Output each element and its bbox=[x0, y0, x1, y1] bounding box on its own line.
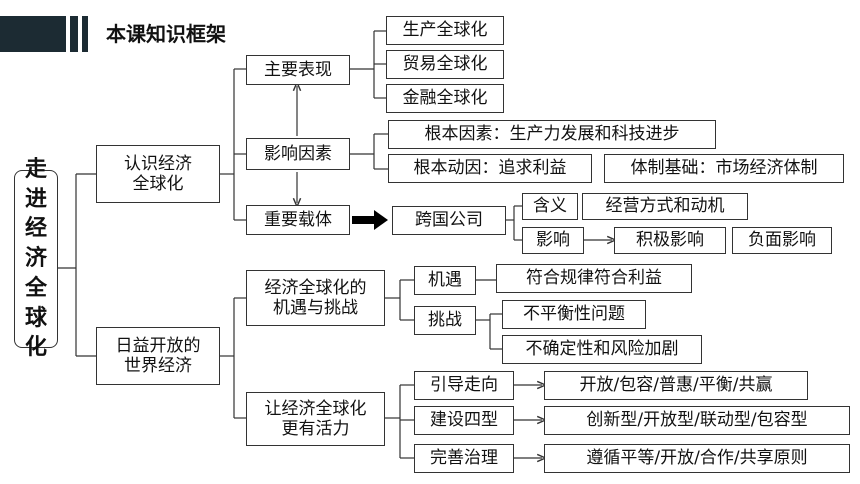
node-important-carrier: 重要载体 bbox=[246, 205, 350, 235]
node-multinational-company: 跨国公司 bbox=[392, 206, 506, 235]
node-uncertainty-risk: 不确定性和风险加剧 bbox=[502, 335, 702, 364]
node-opportunities-challenges: 经济全球化的 机遇与挑战 bbox=[246, 270, 385, 326]
node-negative-impact: 负面影响 bbox=[732, 227, 832, 254]
page-title: 本课知识框架 bbox=[106, 22, 226, 46]
node-trade-globalization: 贸易全球化 bbox=[386, 50, 504, 79]
node-fundamental-motive: 根本动因：追求利益 bbox=[388, 154, 592, 183]
node-challenge: 挑战 bbox=[414, 306, 476, 335]
node-guide-direction: 引导走向 bbox=[414, 371, 514, 400]
node-imbalance-problem: 不平衡性问题 bbox=[502, 300, 646, 329]
node-recognize-globalization: 认识经济 全球化 bbox=[96, 145, 220, 203]
node-opportunity: 机遇 bbox=[414, 266, 476, 295]
node-institutional-basis: 体制基础：市场经济体制 bbox=[604, 154, 844, 183]
node-business-mode: 经营方式和动机 bbox=[582, 193, 748, 220]
node-impact: 影响 bbox=[522, 227, 584, 254]
header-bar-gap bbox=[66, 16, 70, 52]
thick-arrow-icon bbox=[352, 210, 388, 230]
node-finance-globalization: 金融全球化 bbox=[386, 84, 504, 113]
root-char: 球 bbox=[24, 305, 47, 331]
root-node: 走 进 经 济 全 球 化 bbox=[14, 157, 58, 360]
header-bar-gap bbox=[78, 16, 82, 52]
node-meaning: 含义 bbox=[522, 193, 578, 220]
node-build-four-types: 建设四型 bbox=[414, 406, 514, 435]
root-char: 走 bbox=[24, 157, 47, 183]
node-influence-factors: 影响因素 bbox=[246, 138, 350, 170]
node-positive-impact: 积极影响 bbox=[614, 227, 726, 254]
node-guide-value: 开放/包容/普惠/平衡/共赢 bbox=[544, 371, 808, 400]
node-build-value: 创新型/开放型/联动型/包容型 bbox=[544, 406, 850, 435]
node-improve-governance: 完善治理 bbox=[414, 444, 514, 473]
node-fundamental-factor: 根本因素：生产力发展和科技进步 bbox=[388, 120, 716, 149]
node-govern-value: 遵循平等/开放/合作/共享原则 bbox=[544, 444, 850, 473]
root-char: 经 bbox=[24, 216, 47, 242]
root-char: 进 bbox=[24, 186, 47, 212]
root-char: 济 bbox=[24, 246, 47, 272]
root-char: 全 bbox=[24, 275, 47, 301]
node-opportunity-value: 符合规律符合利益 bbox=[496, 264, 692, 293]
node-open-world-economy: 日益开放的 世界经济 bbox=[96, 327, 220, 385]
root-char: 化 bbox=[24, 335, 47, 361]
node-more-vitality: 让经济全球化 更有活力 bbox=[246, 392, 385, 446]
node-main-performance: 主要表现 bbox=[246, 55, 350, 85]
node-production-globalization: 生产全球化 bbox=[386, 16, 504, 45]
header-bar bbox=[0, 16, 88, 52]
